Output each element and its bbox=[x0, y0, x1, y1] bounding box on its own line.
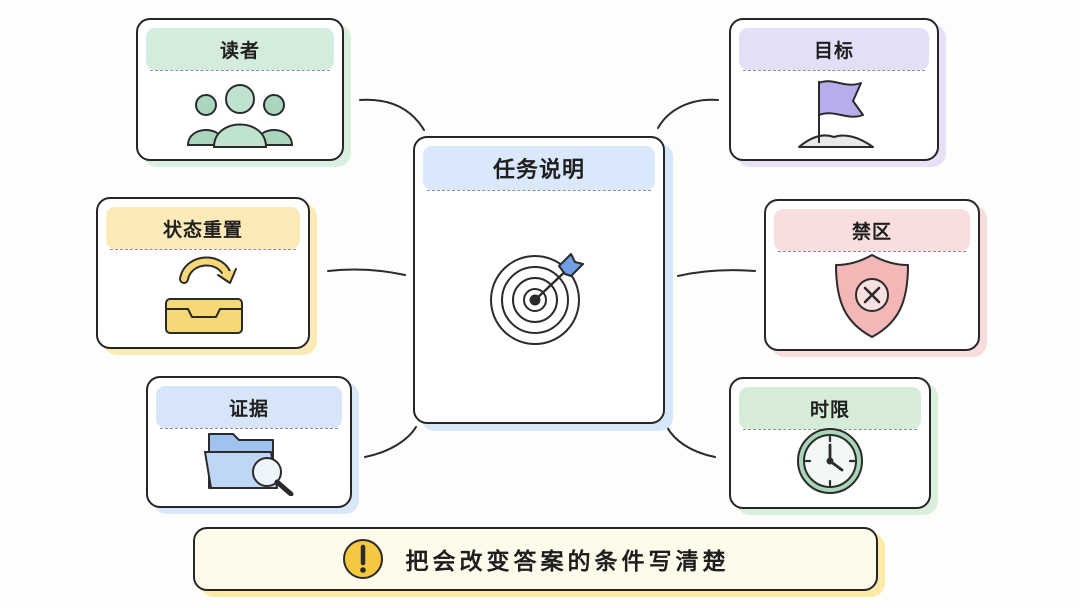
divider bbox=[110, 249, 296, 250]
connector-reset bbox=[327, 268, 406, 276]
forbidden-card: 禁区 bbox=[764, 199, 980, 351]
reset-card-title: 状态重置 bbox=[106, 207, 300, 249]
divider bbox=[743, 70, 925, 71]
divider bbox=[427, 190, 651, 191]
goal-card: 目标 bbox=[729, 18, 939, 161]
reader-card: 读者 bbox=[136, 18, 344, 161]
folder-search-icon bbox=[148, 426, 350, 496]
goal-card-title: 目标 bbox=[739, 28, 929, 70]
connector-evidence bbox=[364, 426, 417, 458]
evidence-card-title: 证据 bbox=[156, 386, 342, 428]
connector-reader bbox=[359, 98, 425, 131]
connector-goal bbox=[657, 98, 719, 129]
flag-icon bbox=[731, 75, 937, 149]
divider bbox=[150, 70, 330, 71]
evidence-card: 证据 bbox=[146, 376, 352, 508]
divider bbox=[160, 428, 338, 429]
reset-card: 状态重置 bbox=[96, 197, 310, 349]
clock-icon bbox=[731, 425, 929, 497]
center-card-title: 任务说明 bbox=[423, 146, 655, 190]
forbidden-card-title: 禁区 bbox=[774, 209, 970, 251]
warning-icon bbox=[342, 539, 383, 579]
center-card: 任务说明 bbox=[413, 136, 665, 424]
people-icon bbox=[138, 81, 342, 149]
connector-deadline bbox=[666, 426, 716, 458]
deadline-card-title: 时限 bbox=[739, 387, 921, 429]
divider bbox=[778, 251, 966, 252]
reader-card-title: 读者 bbox=[146, 28, 334, 70]
banner-text: 把会改变答案的条件写清楚 bbox=[405, 549, 730, 575]
connector-forbidden bbox=[677, 269, 756, 277]
shield-x-icon bbox=[766, 251, 978, 339]
footer-banner: 把会改变答案的条件写清楚 bbox=[193, 527, 878, 591]
target-icon bbox=[415, 248, 663, 348]
deadline-card: 时限 bbox=[729, 377, 931, 509]
reset-tray-icon bbox=[98, 249, 308, 337]
